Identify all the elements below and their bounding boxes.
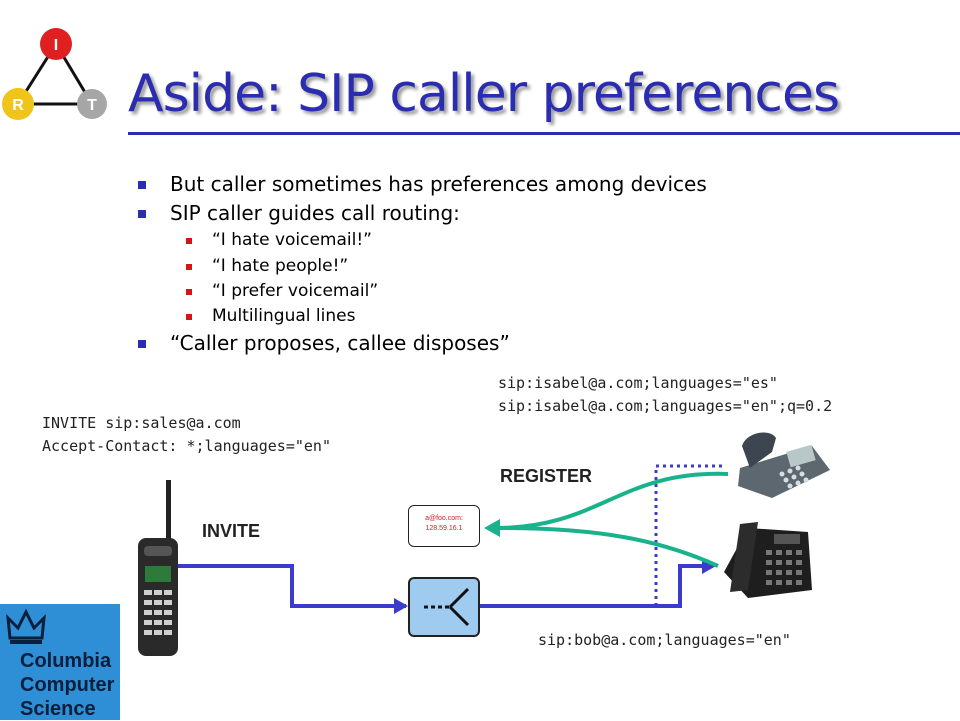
isabel-contact-en: sip:isabel@a.com;languages="en";q=0.2 [498,397,833,415]
sub-bullet-square-icon [186,314,192,320]
irt-letter-r: R [12,97,24,114]
bob-contact: sip:bob@a.com;languages="en" [538,631,791,649]
proxy-note-line-1: a@foo.com: [425,515,463,522]
desk-phone-bob-icon [724,522,812,598]
crown-icon [6,608,46,644]
irt-letter-i: I [54,37,58,54]
columbia-logo-line-2: Computer [20,674,115,696]
ip-phone-isabel-icon [738,432,830,498]
irt-node-t [77,89,107,119]
bullet-square-icon [138,181,146,189]
register-curve-bob [499,526,719,568]
columbia-logo-line-3: Science [20,698,96,720]
title-underline [128,132,960,135]
sub-bullet-square-icon [186,264,192,270]
bullet-text: But caller sometimes has preferences amo… [170,172,707,196]
register-label: REGISTER [500,466,593,486]
invite-request-line-2: Accept-Contact: *;languages="en" [42,437,331,455]
sub-bullet-text: “I hate people!” [212,256,349,276]
dotted-routing-path [654,464,722,606]
irt-node-i [40,28,72,60]
proxy-server [408,577,480,637]
invite-request-line-1: INVITE sip:sales@a.com [42,414,241,432]
proxy-note-line-2: 128.59.16.1 [425,525,463,532]
irt-letter-t: T [87,97,97,114]
bullet-square-icon [138,340,146,348]
bullet-text: “Caller proposes, callee disposes” [170,331,510,355]
proxy-to-bob-path [480,564,704,608]
bullet-square-icon [138,210,146,218]
sub-bullet-square-icon [186,238,192,244]
invite-arrowhead [394,598,408,614]
register-curve-isabel [495,471,729,530]
columbia-logo-line-1: Columbia [20,650,112,672]
fork-icon [424,587,470,627]
sub-bullet-square-icon [186,289,192,295]
isabel-contact-es: sip:isabel@a.com;languages="es" [498,374,778,392]
irt-node-r [2,88,34,120]
bullet-text: SIP caller guides call routing: [170,201,460,225]
proxy-location-note: a@foo.com: 128.59.16.1 [408,505,480,547]
cell-phone-icon [138,480,178,656]
invite-path [178,564,406,608]
register-arrowhead [484,519,500,537]
sub-bullet-text: “I prefer voicemail” [212,281,379,301]
sub-bullet-text: “I hate voicemail!” [212,230,372,250]
columbia-cs-logo: Columbia Computer Science [0,604,120,720]
irt-logo: I R T [2,28,107,120]
invite-label: INVITE [202,521,261,541]
sub-bullet-text: Multilingual lines [212,306,356,326]
slide-title: Aside: SIP caller preferences [128,64,840,124]
